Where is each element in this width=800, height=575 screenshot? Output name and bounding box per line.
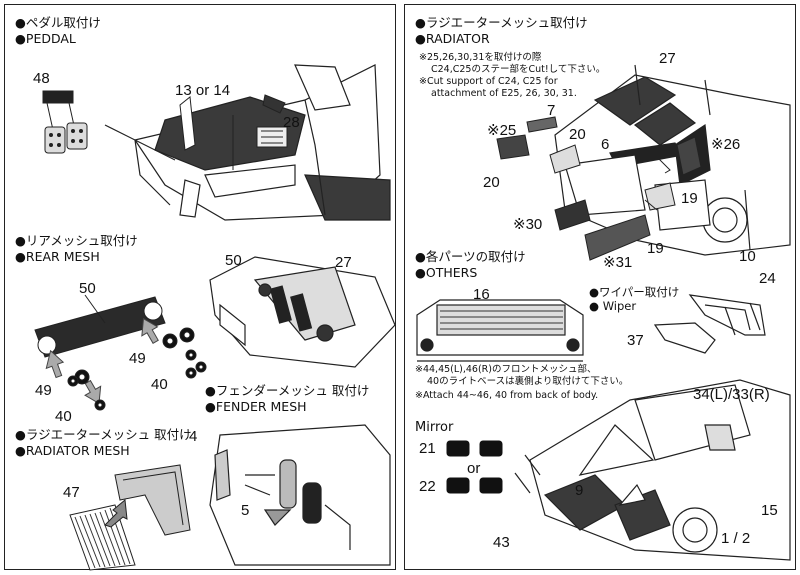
rear-mesh-title-en: ●REAR MESH [15, 249, 100, 264]
part-label: 49 [35, 382, 52, 399]
interior-drawing [104, 64, 391, 221]
part-label: ※30 [513, 216, 543, 233]
part-label: 15 [761, 502, 778, 519]
fender-mesh-title-jp: ●フェンダーメッシュ 取付け [205, 383, 370, 398]
part-label: 28 [283, 114, 300, 131]
part-label: 7 [547, 102, 556, 119]
fender-drawing [209, 424, 391, 566]
part-label: ※25 [487, 122, 517, 139]
radiator-note-line: attachment of E25, 26, 30, 31. [431, 88, 577, 99]
radiator-mesh-title-en: ●RADIATOR MESH [15, 443, 130, 458]
part-label: 1 / 2 [721, 530, 751, 547]
part-label: 5 [241, 502, 250, 519]
radiator-note-line: ※25,26,30,31を取付けの際 [419, 52, 542, 63]
fender-mesh-title-en: ●FENDER MESH [205, 399, 307, 414]
part-label: 37 [627, 332, 644, 349]
part-label: 19 [681, 190, 698, 207]
mirror-parts [446, 440, 503, 494]
front-car-drawing [514, 379, 791, 561]
radiator-parts [496, 116, 702, 261]
part-label: 49 [129, 350, 146, 367]
part-label: 47 [63, 484, 80, 501]
part-label: 20 [483, 174, 500, 191]
others-note-line: ※44,45(L),46(R)のフロントメッシュ部、 [415, 364, 597, 375]
rear-car-drawing [209, 256, 396, 368]
others-title-jp: ●各パーツの取付け [415, 249, 526, 264]
others-note-line: ※Attach 44~46, 40 from back of body. [415, 390, 599, 401]
rear-body-drawing [416, 299, 584, 362]
radiator-note-line: C24,C25のステー部をCut!して下さい。 [431, 64, 606, 75]
part-label: 27 [335, 254, 352, 271]
right-panel-illustrations [416, 64, 791, 561]
part-label: 43 [493, 534, 510, 551]
part-label: 9 [575, 482, 584, 499]
part-label: 50 [79, 280, 96, 297]
part-label: 16 [473, 286, 490, 303]
part-label: 10 [739, 248, 756, 265]
pedal-title-en: ●PEDDAL [15, 31, 76, 46]
part-label: ※26 [711, 136, 741, 153]
rear-mesh-part-50 [34, 294, 166, 358]
part-label: 48 [33, 70, 50, 87]
part-label: 22 [419, 478, 436, 495]
right-panel: ●ラジエーターメッシュ取付け ●RADIATOR ※25,26,30,31を取付… [404, 4, 796, 570]
rear-mesh-title-jp: ●リアメッシュ取付け [15, 233, 138, 248]
left-panel: ●ペダル取付け ●PEDDAL 48 13 or 14 28 ●リアメッシュ取付… [4, 4, 396, 571]
pedal-part-48 [42, 90, 88, 154]
pedal-title-jp: ●ペダル取付け [15, 15, 101, 30]
part-label: 4 [189, 428, 198, 445]
part-label: 50 [225, 252, 242, 269]
wiper-drawing [653, 294, 766, 354]
part-label: 34(L)/33(R) [693, 386, 770, 403]
part-label: 20 [569, 126, 586, 143]
rear-mesh-rings [67, 327, 207, 411]
others-title-en: ●OTHERS [415, 265, 478, 280]
rear-mesh-arrows [45, 317, 159, 405]
left-panel-illustrations [34, 64, 396, 571]
radiator-title-jp: ●ラジエーターメッシュ取付け [415, 15, 588, 30]
radiator-car-drawing [554, 64, 791, 256]
part-label: ※31 [603, 254, 633, 271]
part-label: 27 [659, 50, 676, 67]
radiator-note-line: ※Cut support of C24, C25 for [419, 76, 558, 87]
part-label: 40 [151, 376, 168, 393]
radiator-mesh-drawing [69, 464, 191, 571]
part-label: 6 [601, 136, 610, 153]
others-note-line: 40のライトベースは裏側より取付けて下さい。 [427, 376, 629, 387]
wiper-title-jp: ●ワイパー取付け [589, 285, 680, 299]
mirror-title: Mirror [415, 420, 454, 435]
radiator-mesh-title-jp: ●ラジエーターメッシュ 取付け [15, 427, 192, 442]
part-label: 40 [55, 408, 72, 425]
part-label: 19 [647, 240, 664, 257]
part-label: 21 [419, 440, 436, 457]
part-label: 13 or 14 [175, 82, 231, 99]
part-label: 24 [759, 270, 776, 287]
wiper-title-en: ● Wiper [589, 299, 637, 313]
radiator-title-en: ●RADIATOR [415, 31, 490, 46]
or-label: or [467, 460, 481, 477]
